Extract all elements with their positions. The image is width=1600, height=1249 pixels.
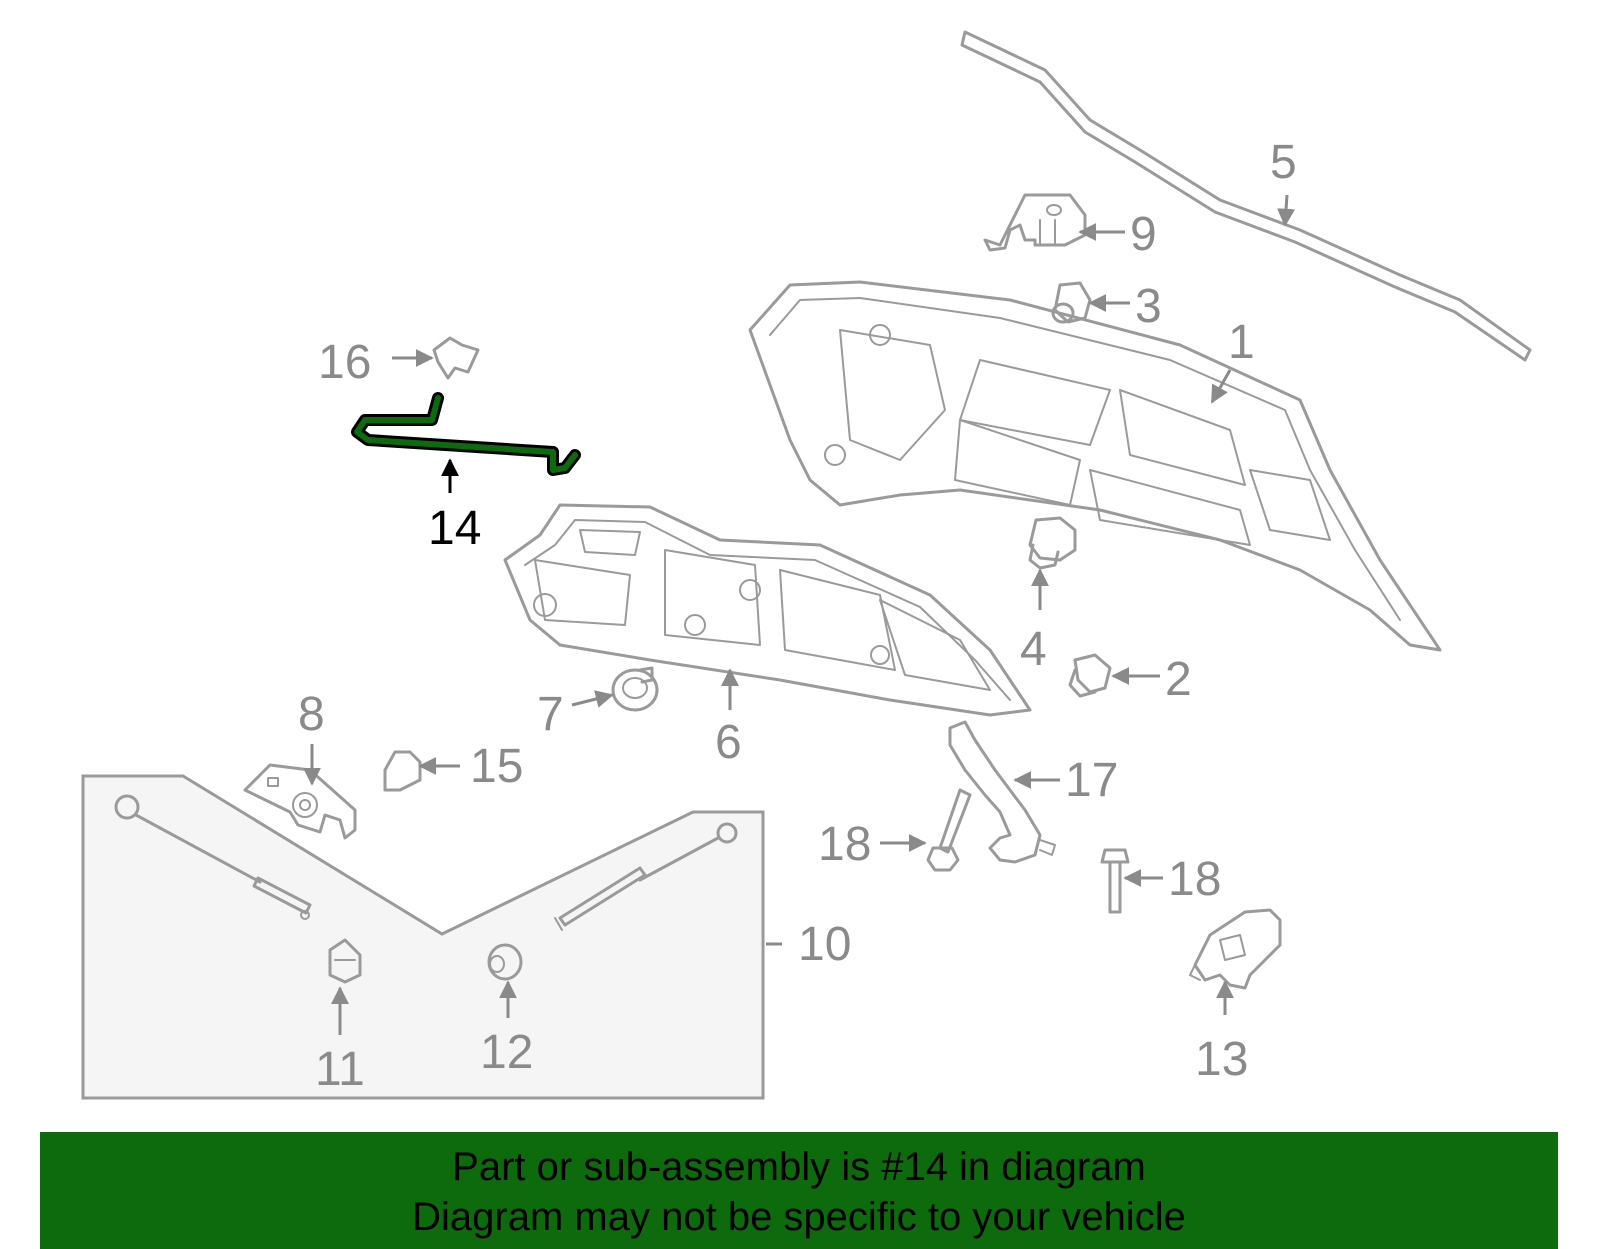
callout-8: 8 <box>298 688 325 741</box>
callout-6: 6 <box>715 716 742 769</box>
part-5-weatherstrip <box>960 30 1532 362</box>
part-9-bracket <box>983 193 1087 252</box>
callout-14: 14 <box>428 502 481 555</box>
callout-3: 3 <box>1135 280 1162 333</box>
callout-5: 5 <box>1270 136 1297 189</box>
callout-15: 15 <box>470 740 523 793</box>
callout-12: 12 <box>480 1026 533 1079</box>
callout-7: 7 <box>537 688 564 741</box>
part-18-bolt-left <box>926 788 972 872</box>
callout-10: 10 <box>798 918 851 971</box>
banner-line-1: Part or sub-assembly is #14 in diagram <box>452 1145 1146 1189</box>
part-1-hood <box>748 280 1442 652</box>
callout-18-right: 18 <box>1168 853 1221 906</box>
info-banner: Part or sub-assembly is #14 in diagram D… <box>40 1132 1558 1249</box>
callout-17: 17 <box>1065 754 1118 807</box>
callout-16: 16 <box>318 336 371 389</box>
part-14-prop-rod <box>351 392 581 476</box>
part-2-pushpin <box>1068 653 1112 698</box>
part-7-retainer <box>611 666 659 712</box>
callout-4: 4 <box>1020 623 1047 676</box>
leader-lines <box>303 194 1296 1035</box>
part-13-latch <box>1189 908 1282 990</box>
callout-2: 2 <box>1165 653 1192 706</box>
callout-1: 1 <box>1228 316 1255 369</box>
part-4-pushpin <box>1028 516 1077 570</box>
callout-labels: 5 9 3 1 16 14 4 2 7 6 8 15 17 18 18 10 1… <box>298 136 1297 1096</box>
part-6-insulator <box>503 503 1032 717</box>
part-3-bumper <box>1051 281 1092 324</box>
callout-18-left: 18 <box>818 818 871 871</box>
callout-9: 9 <box>1130 208 1157 261</box>
part-10-kit <box>81 774 765 1100</box>
part-15-clip <box>383 750 422 792</box>
part-17-hinge <box>948 720 1056 864</box>
part-18-bolt-right <box>1100 848 1130 914</box>
banner-line-2: Diagram may not be specific to your vehi… <box>412 1195 1186 1239</box>
callout-13: 13 <box>1195 1033 1248 1086</box>
part-16-clip <box>432 336 480 380</box>
callout-11: 11 <box>315 1043 365 1096</box>
